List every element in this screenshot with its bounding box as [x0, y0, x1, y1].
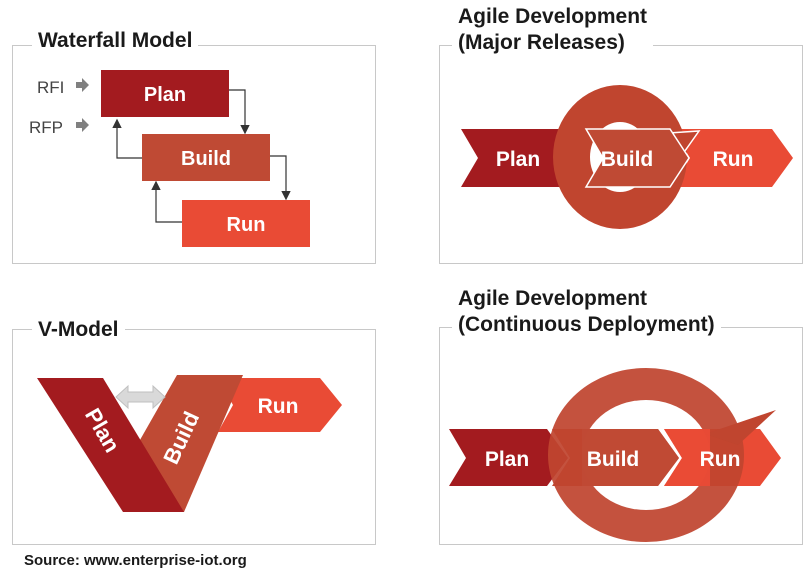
agile-major-plan-label: Plan: [496, 148, 540, 171]
rfp-arrow-icon: [76, 118, 89, 132]
agile-major-run-chevron: [672, 129, 793, 187]
waterfall-plan-label: Plan: [144, 84, 186, 106]
agile-continuous-plan-chevron: [449, 429, 568, 486]
build-to-plan-feedback: [112, 118, 142, 159]
vmodel-double-arrow-icon: [115, 384, 166, 410]
agile-continuous-build-chevron-front: [582, 429, 679, 486]
agile-major-plan-chevron: [461, 129, 584, 187]
agile-continuous-title-line2: (Continuous Deployment): [458, 313, 715, 336]
waterfall-build-label: Build: [181, 148, 231, 170]
agile-major-title-line1: Agile Development: [458, 5, 648, 28]
rfi-arrow-icon: [76, 78, 89, 92]
agile-continuous-build-label: Build: [587, 448, 640, 471]
agile-continuous-plan-label: Plan: [485, 448, 529, 471]
source-caption: Source: www.enterprise-iot.org: [24, 552, 247, 569]
plan-to-build-connector: [229, 89, 250, 135]
vmodel-run-arrow: [218, 378, 342, 432]
build-to-run-connector: [270, 155, 291, 201]
agile-continuous-title: Agile Development (Continuous Deployment…: [452, 286, 721, 338]
waterfall-run-box: [182, 200, 310, 247]
waterfall-title: Waterfall Model: [32, 27, 199, 54]
agile-continuous-run-label: Run: [700, 448, 741, 471]
agile-major-build-chevron: [584, 128, 690, 188]
agile-major-title-line2: (Major Releases): [458, 31, 625, 54]
waterfall-plan-box: [101, 70, 229, 117]
vmodel-run-label: Run: [258, 395, 299, 418]
vmodel-panel: [12, 329, 376, 545]
agile-continuous-cycle-arrowhead: [705, 410, 776, 445]
agile-continuous-title-line1: Agile Development: [458, 287, 648, 310]
agile-continuous-run-chevron-front: [664, 429, 710, 486]
agile-major-cycle-ring: [553, 85, 687, 229]
waterfall-build-box: [142, 134, 270, 181]
agile-major-title: Agile Development (Major Releases): [452, 4, 654, 56]
rfp-label: RFP: [29, 118, 63, 137]
agile-major-run-label: Run: [713, 148, 754, 171]
vmodel-plan-band: [37, 378, 184, 512]
vmodel-title: V-Model: [32, 316, 125, 343]
waterfall-run-label: Run: [227, 214, 266, 236]
run-to-build-feedback: [151, 180, 182, 223]
agile-major-build-label: Build: [601, 148, 654, 171]
rfi-label: RFI: [37, 78, 64, 97]
agile-continuous-cycle-ring: [548, 368, 744, 542]
